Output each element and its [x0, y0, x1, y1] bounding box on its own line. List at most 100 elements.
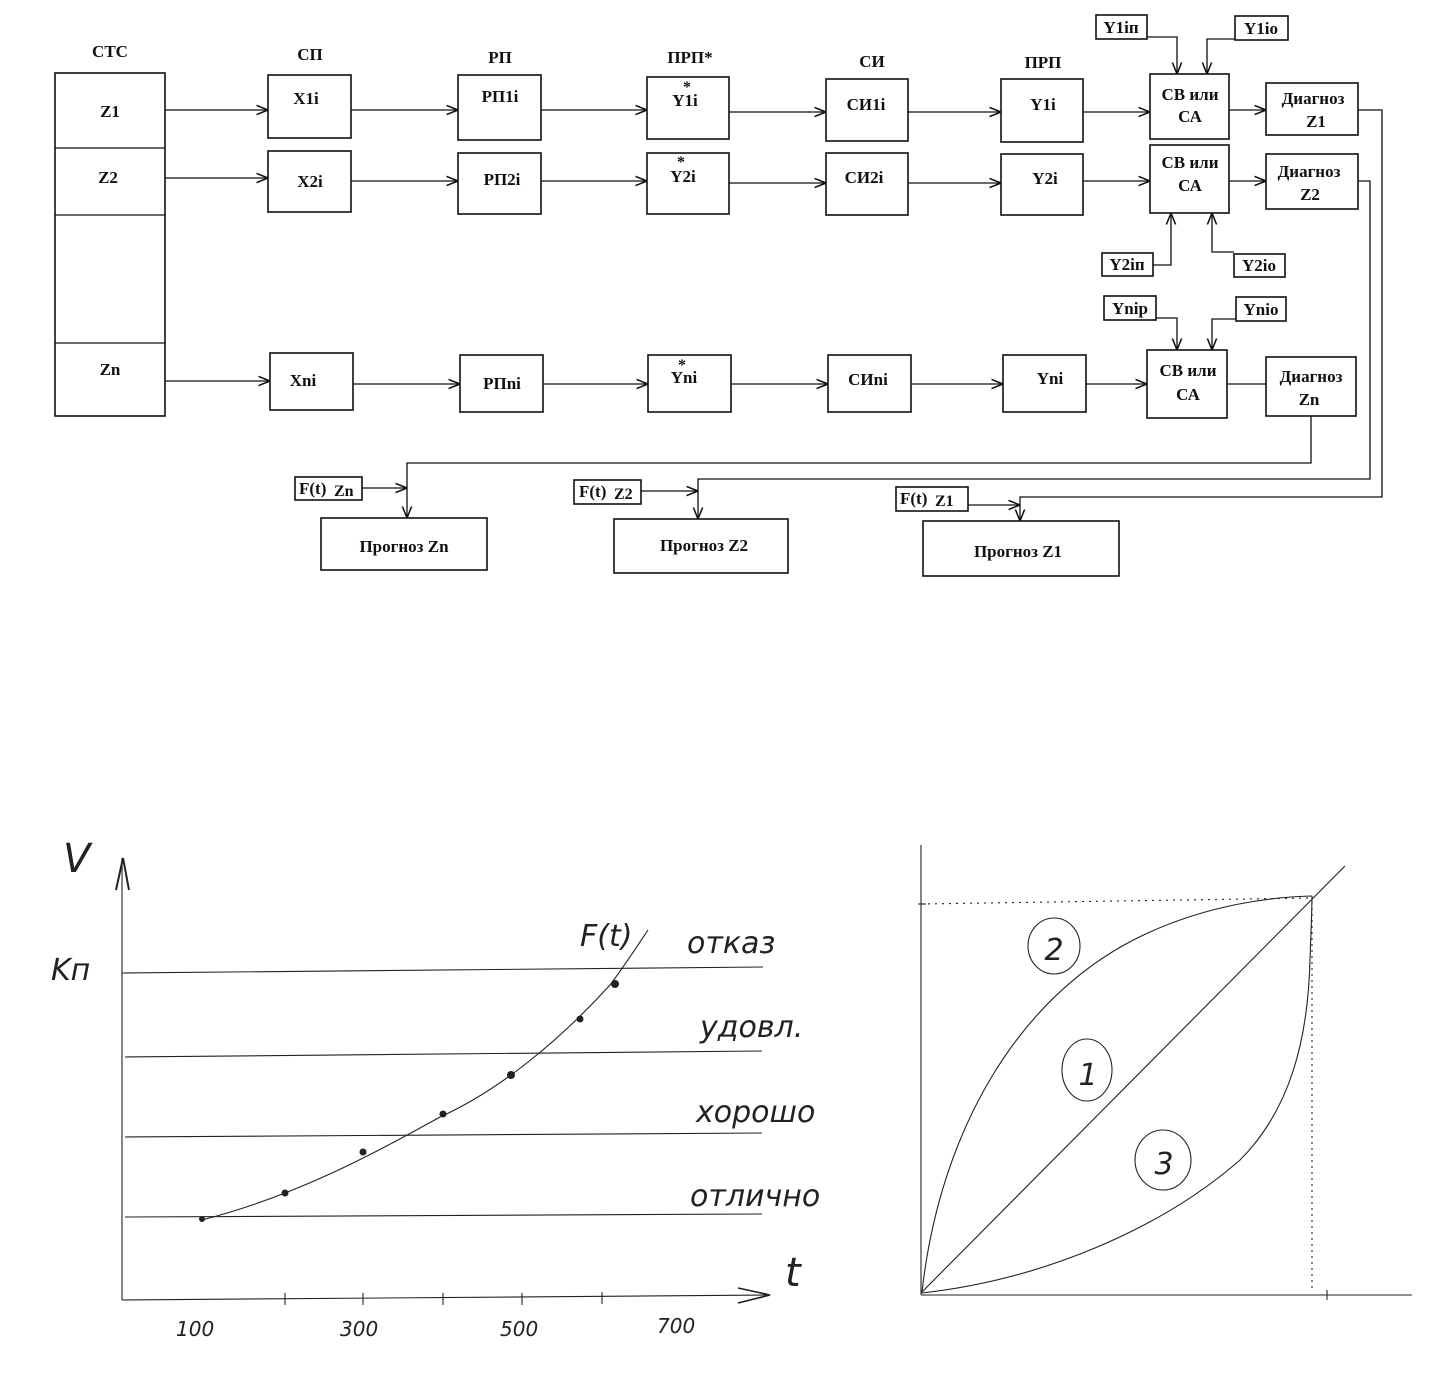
x-axis [121, 1294, 771, 1301]
curve-3 [921, 895, 1313, 1294]
graph-left: V Kп t отказ удовл. хорошо отлично F(t) … [51, 836, 820, 1341]
ftz2-box [573, 479, 642, 505]
x-axis-arrow [737, 1287, 771, 1304]
sv1-line1: СВ или [1162, 85, 1219, 104]
level-line-good [124, 1132, 763, 1138]
y1out-box [1234, 15, 1289, 41]
sv1-box [1149, 73, 1230, 140]
curve-point [507, 1071, 515, 1079]
forecast-z1-box [922, 520, 1120, 577]
row-2: X2i РП2i Y2i * СИ2i Y2i СВ или СА Диагно… [165, 144, 1359, 278]
rp2-box [457, 152, 542, 215]
header-stc: СТС [92, 42, 128, 61]
x2-box [267, 150, 352, 213]
ynin-box [1103, 295, 1157, 321]
ynin-label: Ynip [1112, 299, 1148, 318]
y1-label: Y1i [1030, 95, 1056, 114]
level-label-good: хорошо [695, 1095, 815, 1130]
sv2-line2: СА [1178, 176, 1202, 195]
diag1-box [1265, 82, 1359, 136]
y2-label: Y2i [1032, 169, 1058, 188]
level-label-satisf: удовл. [699, 1010, 803, 1045]
diagn-line2: Zn [1299, 390, 1320, 409]
forecast-z1-label: Прогноз Z1 [974, 542, 1062, 561]
curve-point [439, 1110, 447, 1118]
y1star-mark: * [683, 79, 691, 96]
graph-right: 2 1 3 [918, 845, 1412, 1300]
column-headers: СТС СП РП ПРП* СИ ПРП [92, 42, 1061, 72]
forecast-z1: F(t) Z1 Прогноз Z1 [895, 486, 1120, 577]
ftzn-main: F(t) [299, 479, 326, 498]
forecast-zn-label: Прогноз Zn [359, 537, 449, 556]
level-line-fail [121, 966, 764, 974]
y2out-label: Y2io [1242, 256, 1276, 275]
x-tick-label-700: 700 [657, 1314, 695, 1338]
curve-point [576, 1015, 584, 1023]
zn-label: Zn [100, 360, 121, 379]
level-line-excellent [124, 1213, 763, 1218]
y1out-label: Y1io [1244, 19, 1278, 38]
y2star-mark: * [677, 154, 685, 171]
y-axis-arrow [115, 857, 130, 891]
curve-point [199, 1216, 205, 1222]
header-sp: СП [297, 45, 323, 64]
y2in-label: Y2iп [1109, 255, 1145, 274]
rpn-label: РПni [483, 374, 521, 393]
curve-label-3: 3 [1154, 1147, 1173, 1182]
label-circle-3 [1134, 1129, 1192, 1191]
x-label: t [785, 1250, 802, 1296]
level-line-satisf [124, 1050, 763, 1058]
sin-label: СИni [848, 370, 888, 389]
forecast-zn: F(t) Zn Прогноз Zn [294, 476, 488, 571]
xn-label: Xni [290, 371, 317, 390]
ftz1-box [895, 486, 969, 512]
sv2-line1: СВ или [1162, 153, 1219, 172]
y2star-box [646, 152, 730, 215]
rp1-box [457, 74, 542, 141]
y1in-box [1095, 14, 1148, 40]
y1in-label: Y1iп [1103, 18, 1139, 37]
xn-box [269, 352, 354, 411]
stc-block: Z1 Z2 Zn [54, 72, 166, 417]
level-label-excellent: отлично [690, 1179, 820, 1214]
ftz2-main: F(t) [579, 482, 606, 501]
si1-box [825, 78, 909, 142]
y2-box [1000, 153, 1084, 216]
curve-point [281, 1189, 289, 1197]
z1-label: Z1 [100, 102, 120, 121]
yn-label: Yni [1037, 369, 1064, 388]
rp2-label: РП2i [484, 170, 521, 189]
diag1-line2: Z1 [1306, 112, 1326, 131]
svn-line2: СА [1176, 385, 1200, 404]
forecast-z2-box [613, 518, 789, 574]
x1-box [267, 74, 352, 139]
level-label-fail: отказ [687, 926, 775, 961]
si2-label: СИ2i [845, 168, 884, 187]
header-rp: РП [488, 48, 512, 67]
header-prp-star: ПРП* [667, 48, 712, 67]
f-curve [201, 929, 649, 1221]
label-circle-1 [1061, 1038, 1113, 1102]
diagn-box [1265, 356, 1357, 417]
diag2-line2: Z2 [1300, 185, 1320, 204]
curve-2 [921, 895, 1313, 1293]
svn-box [1146, 349, 1228, 419]
svn-line1: СВ или [1160, 361, 1217, 380]
y-label: Kп [51, 953, 90, 988]
sv1-line2: СА [1178, 107, 1202, 126]
x-tick-label-500: 500 [500, 1317, 538, 1341]
curve-point [611, 980, 619, 988]
forecast-z2-label: Прогноз Z2 [660, 536, 748, 555]
ftzn-sub: Zn [334, 483, 354, 500]
curve-label: F(t) [580, 919, 632, 954]
ynstar-label: Yni [671, 368, 698, 387]
row-1: X1i РП1i Y1i * СИ1i Y1i СВ или СА Диагно… [165, 14, 1359, 143]
rp1-label: РП1i [482, 87, 519, 106]
ynout-box [1235, 296, 1287, 322]
curve-label-1: 1 [1078, 1058, 1097, 1093]
y1star-box [646, 76, 730, 140]
diagn-line1: Диагноз [1280, 367, 1343, 386]
ftz1-main: F(t) [900, 489, 927, 508]
y2out-box [1233, 253, 1286, 278]
ynout-label: Ynio [1244, 300, 1279, 319]
